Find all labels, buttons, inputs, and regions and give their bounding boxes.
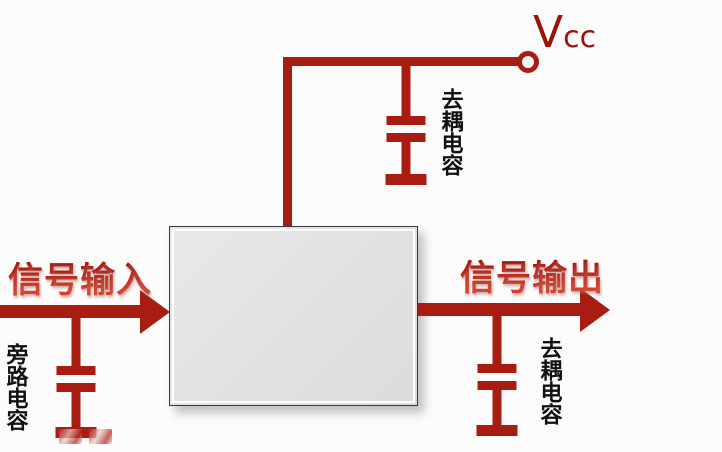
vcc-horizontal-wire (283, 57, 526, 66)
capacitor-plate-lower (477, 381, 517, 390)
label-signal-output: 信号输出 (460, 250, 604, 301)
capacitor-ground-bar (385, 174, 427, 185)
capacitor-lead-bottom (492, 390, 502, 426)
watermark-artifact (59, 428, 113, 445)
input-arrow-icon (140, 290, 170, 334)
capacitor-plate-upper (56, 366, 96, 375)
capacitor-lead-bottom (71, 392, 81, 428)
capacitor-plate-lower (56, 383, 96, 392)
output-arrow-icon (580, 288, 610, 332)
vcc-letter: V (533, 7, 564, 58)
capacitor-top-decoupling (385, 62, 427, 187)
capacitor-output-decoupling (476, 308, 518, 440)
label-decoupling-capacitor-top: 去耦电容 (437, 88, 463, 176)
watermark-glyph-right (89, 429, 112, 444)
vcc-vertical-wire-to-ic (283, 57, 292, 233)
capacitor-plate-upper (386, 116, 426, 125)
ic-block-inner-bevel (172, 229, 415, 403)
label-bypass-capacitor: 旁路电容 (2, 343, 28, 431)
capacitor-lead-top (401, 62, 411, 116)
vcc-label: Vcc (533, 7, 596, 58)
label-signal-input: 信号输入 (8, 252, 152, 303)
capacitor-input-bypass (55, 310, 97, 442)
capacitor-lead-top (492, 308, 502, 364)
capacitor-lead-bottom (401, 142, 411, 176)
label-decoupling-capacitor-output: 去耦电容 (536, 337, 562, 425)
capacitor-plate-upper (477, 364, 517, 373)
signal-input-rail (0, 305, 142, 318)
watermark-glyph-left (59, 429, 82, 444)
integrated-circuit-block[interactable] (169, 226, 418, 406)
capacitor-ground-bar (476, 425, 518, 436)
vcc-terminal-node[interactable] (517, 51, 539, 73)
vcc-subscript: cc (563, 20, 597, 55)
capacitor-lead-top (71, 310, 81, 366)
capacitor-plate-lower (386, 133, 426, 142)
